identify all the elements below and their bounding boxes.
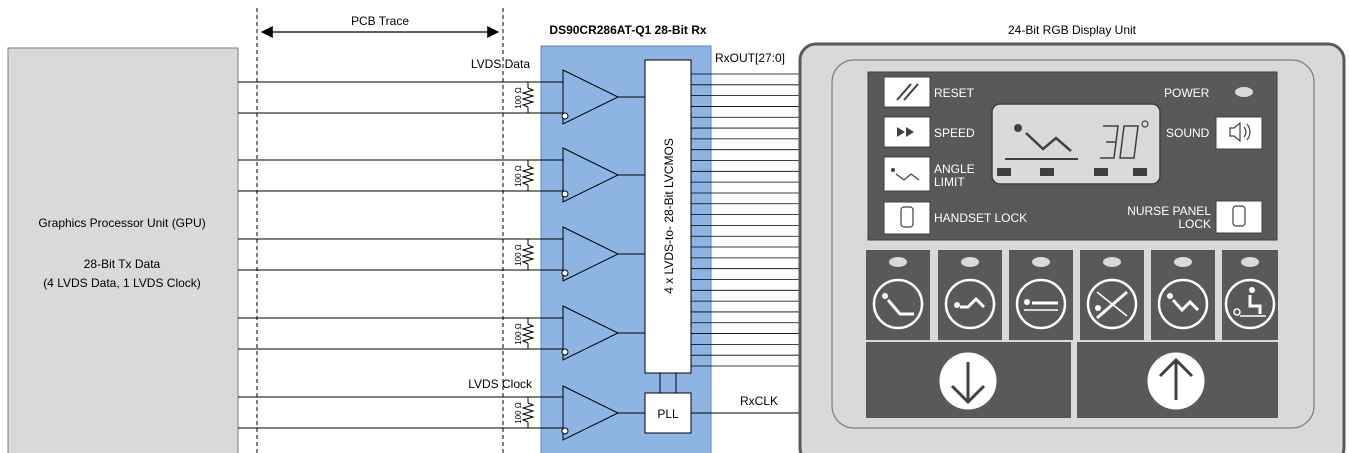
angle-label-2: LIMIT [934, 175, 965, 189]
resistor-label-4: 100 Ω [514, 323, 523, 345]
reset-label: RESET [934, 86, 975, 100]
up-button[interactable] [1077, 342, 1278, 418]
rxout-bus [691, 73, 800, 367]
pll-label: PLL [657, 407, 679, 421]
lcd-seg-3 [1094, 168, 1108, 176]
reset-button[interactable] [883, 76, 931, 108]
display-title: 24-Bit RGB Display Unit [1008, 23, 1137, 37]
bed-angle-icon [891, 168, 920, 181]
rxclk-label: RxCLK [740, 394, 778, 408]
lvds-channel-4: 100 Ω [238, 305, 645, 361]
knee-raise-icon [944, 278, 996, 330]
down-button[interactable] [866, 342, 1071, 418]
lcd-bed-icon [1005, 124, 1078, 160]
lcd-seg-1 [997, 168, 1011, 176]
reset-icon [896, 83, 919, 101]
position-button-3[interactable] [1009, 250, 1073, 340]
nurse-label-2: LOCK [1178, 217, 1211, 231]
contour-icon [1157, 278, 1209, 330]
gpu-line1: 28-Bit Tx Data [84, 257, 161, 271]
flat-icon [1015, 278, 1067, 330]
angle-limit-button[interactable] [883, 156, 931, 192]
speaker-icon [1229, 121, 1251, 143]
chair-icon [1224, 278, 1276, 330]
gpu-block [7, 47, 239, 453]
handset-lock-label: HANDSET LOCK [934, 211, 1027, 225]
resistor-label-1: 100 Ω [514, 87, 523, 109]
converter-label: 4 x LVDS-to- 28-Bit LVCMOS [662, 138, 676, 294]
trendelenburg-icon [1086, 278, 1138, 330]
resistor-label-2: 100 Ω [514, 165, 523, 187]
position-button-6[interactable] [1222, 250, 1278, 340]
gpu-title: Graphics Processor Unit (GPU) [38, 216, 205, 230]
position-button-5[interactable] [1151, 250, 1215, 340]
fast-forward-icon [897, 127, 914, 137]
angle-label-1: ANGLE [934, 162, 975, 176]
speed-label: SPEED [934, 126, 975, 140]
gpu-line2: (4 LVDS Data, 1 LVDS Clock) [43, 276, 201, 290]
recline-icon [872, 278, 924, 330]
lcd-screen [991, 103, 1161, 185]
receiver-title: DS90CR286AT-Q1 28-Bit Rx [549, 23, 706, 37]
lcd-digits-icon [1100, 120, 1149, 159]
sound-label: SOUND [1166, 126, 1210, 140]
converter-box [644, 59, 692, 374]
lvds-channel-3: 100 Ω [238, 226, 645, 282]
lvds-channel-2: 100 Ω [238, 147, 645, 203]
resistor-label-3: 100 Ω [514, 244, 523, 266]
rxout-label: RxOUT[27:0] [715, 51, 785, 65]
indicator-led [1174, 257, 1192, 267]
sound-button[interactable] [1215, 116, 1263, 150]
nurse-label-1: NURSE PANEL [1127, 204, 1211, 218]
lcd-seg-4 [1133, 168, 1147, 176]
lcd-seg-2 [1040, 168, 1054, 176]
resistor-label-clk: 100 Ω [514, 402, 523, 424]
indicator-led [1032, 257, 1050, 267]
power-indicator [1235, 87, 1253, 97]
lvds-data-label: LVDS Data [471, 57, 530, 71]
nurse-handset-icon [1232, 205, 1246, 227]
lvds-channel-1: 100 Ω [238, 69, 645, 125]
handset-icon [900, 206, 914, 228]
indicator-led [1103, 257, 1121, 267]
lvds-clock-channel: 100 Ω [238, 385, 645, 441]
position-button-4[interactable] [1080, 250, 1144, 340]
pcb-label: PCB Trace [351, 14, 409, 28]
indicator-led [1241, 257, 1259, 267]
lvds-clock-label: LVDS Clock [468, 377, 533, 391]
indicator-led [889, 257, 907, 267]
position-button-2[interactable] [938, 250, 1002, 340]
position-button-1[interactable] [866, 250, 930, 340]
power-label: POWER [1164, 86, 1210, 100]
indicator-led [961, 257, 979, 267]
